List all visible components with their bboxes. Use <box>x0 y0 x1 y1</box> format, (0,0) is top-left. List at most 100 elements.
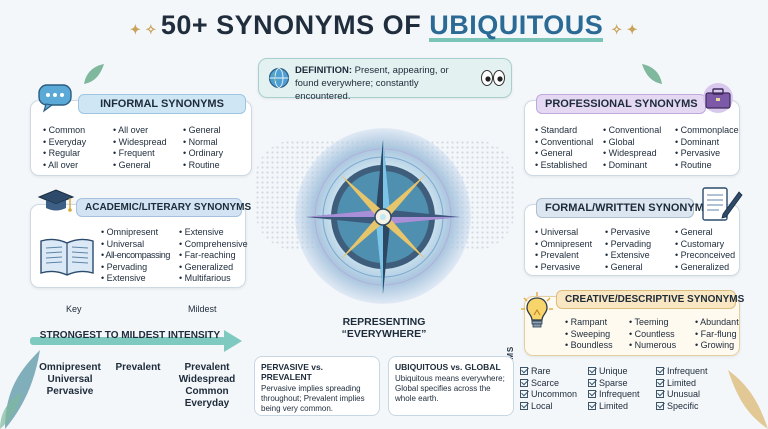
list-item: Limited <box>588 401 650 413</box>
list-item: Unique <box>588 366 650 378</box>
leaf-decoration-left <box>0 350 40 429</box>
informal-synonyms-list: • Common • All over • General • Everyday… <box>43 125 247 171</box>
list-item: • Preconceived <box>675 250 736 260</box>
intensity-word: Prevalent <box>115 362 161 373</box>
check-icon <box>520 401 528 410</box>
lightbulb-icon <box>520 290 554 334</box>
eyes-icon <box>479 67 507 89</box>
creative-synonyms-header: CREATIVE/DESCRIPTIVE SYNONYMS <box>556 290 744 309</box>
list-item: • General <box>535 148 573 158</box>
list-item: • General <box>183 125 221 135</box>
list-item: • Pervading <box>101 261 148 272</box>
list-item: • Established <box>535 159 588 170</box>
center-caption: REPRESENTING “EVERYWHERE” <box>341 316 427 340</box>
intensity-word: Universal <box>47 374 93 385</box>
check-icon <box>656 367 664 375</box>
comparison-title: PERVASIVE vs. PREVALENT <box>261 362 324 382</box>
formal-synonyms-header: FORMAL/WRITTEN SYNONYMS <box>536 198 711 218</box>
definition-label: DEFINITION: <box>295 65 352 76</box>
list-item: • Numerous <box>629 340 677 350</box>
definition-body: Present, appearing, or found everywhere;… <box>295 65 449 102</box>
list-item: • General <box>675 227 713 237</box>
definition-text: DEFINITION: Present, appearing, or found… <box>295 64 475 103</box>
list-item: • Pervasive <box>675 148 721 158</box>
list-item: Uncommon <box>520 389 582 401</box>
list-item: Infrequent <box>656 366 726 378</box>
key-label: Key <box>66 304 82 314</box>
check-icon <box>520 378 528 387</box>
list-item: Limited <box>656 378 726 390</box>
speech-bubble-icon <box>36 82 74 114</box>
list-item: • Dominant <box>603 159 648 170</box>
check-icon <box>520 390 528 398</box>
graduation-cap-icon <box>36 186 76 216</box>
list-item: Rare <box>520 366 582 378</box>
title-highlight: UBIQUITOUS <box>429 10 604 42</box>
list-item: • Conventional <box>535 136 594 147</box>
intensity-word: Pervasive <box>46 386 94 397</box>
pervasive-vs-prevalent-card: PERVASIVE vs. PREVALENT Pervasive implie… <box>254 356 380 416</box>
intensity-column-mildest: Prevalent Widespread Common Everyday <box>170 362 244 410</box>
list-item: Specific <box>656 401 726 413</box>
intensity-word: Everyday <box>184 398 230 409</box>
list-item: • All over <box>43 159 79 170</box>
list-item: • All-encompassing <box>101 250 170 260</box>
list-item: • Extensive <box>101 273 146 283</box>
list-item: • Common <box>43 125 86 135</box>
list-item: • Regular <box>43 148 81 158</box>
comparison-text: Ubiquitous means everywhere; Global spec… <box>395 374 505 403</box>
list-item: • Customary <box>675 238 725 249</box>
list-item: • Abundant <box>695 317 739 327</box>
list-item: • Rampant <box>565 317 608 327</box>
list-item: • Widespread <box>113 136 167 147</box>
list-item: • Far-flung <box>695 328 737 339</box>
globe-icon <box>267 66 291 90</box>
list-item: Scarce <box>520 378 582 390</box>
list-item: • Standard <box>535 125 578 135</box>
intensity-column-strongest: Omnipresent Universal Pervasive <box>34 362 106 398</box>
intensity-arrow <box>30 330 242 352</box>
compass-rose-icon <box>306 140 460 294</box>
check-icon <box>588 378 596 387</box>
list-item: • Multifarious <box>179 273 231 283</box>
intensity-label: STRONGEST TO MILDEST INTENSITY <box>39 330 221 341</box>
list-item: • Sweeping <box>565 328 611 339</box>
check-icon <box>588 390 596 398</box>
list-item: • Countless <box>629 328 675 339</box>
sparkle-icon: ✧ ✦ <box>611 22 639 37</box>
informal-synonyms-header: INFORMAL SYNONYMS <box>78 94 246 114</box>
list-item: • All over <box>113 125 149 135</box>
list-item: • Pervasive <box>605 227 651 237</box>
leaf-decoration-right <box>728 370 768 429</box>
list-item: • Widespread <box>603 148 657 158</box>
page-title: ✦ ✧ 50+ SYNONYMS OF UBIQUITOUS ✧ ✦ <box>0 10 768 42</box>
definition-card: DEFINITION: Present, appearing, or found… <box>258 58 512 102</box>
professional-synonyms-header: PROFESSIONAL SYNONYMS <box>536 94 706 114</box>
check-icon <box>588 401 596 410</box>
open-book-icon <box>37 233 97 279</box>
list-item: • Normal <box>183 136 218 147</box>
list-item: • General <box>113 159 151 170</box>
list-item: Unusual <box>656 389 726 401</box>
comparison-title: UBIQUITOUS vs. GLOBAL <box>395 362 501 372</box>
list-item: • Dominant <box>675 136 720 147</box>
creative-synonyms-list: • Rampant • Teeming • Abundant • Sweepin… <box>565 317 753 352</box>
antonyms-list: Rare Unique Infrequent Scarce Sparse Lim… <box>520 366 726 412</box>
list-item: • Comprehensive <box>179 238 248 249</box>
sparkle-icon: ✦ ✧ <box>129 22 161 37</box>
intensity-column-middle: Prevalent <box>106 362 170 374</box>
list-item: • Growing <box>695 340 735 350</box>
check-icon <box>656 390 664 398</box>
list-item: • Routine <box>675 159 712 170</box>
list-item: • Teeming <box>629 317 669 327</box>
list-item: • Generalized <box>675 261 730 272</box>
list-item: • Global <box>603 136 635 147</box>
list-item: • Boundless <box>565 340 613 350</box>
list-item: • Conventional <box>603 125 662 135</box>
list-item: • Universal <box>101 238 145 249</box>
mildest-label: Mildest <box>188 304 217 314</box>
academic-synonyms-header: ACADEMIC/LITERARY SYNONYMS <box>76 198 251 217</box>
list-item: • Everyday <box>43 136 87 147</box>
list-item: • Pervading <box>605 238 652 249</box>
list-item: Local <box>520 401 582 413</box>
